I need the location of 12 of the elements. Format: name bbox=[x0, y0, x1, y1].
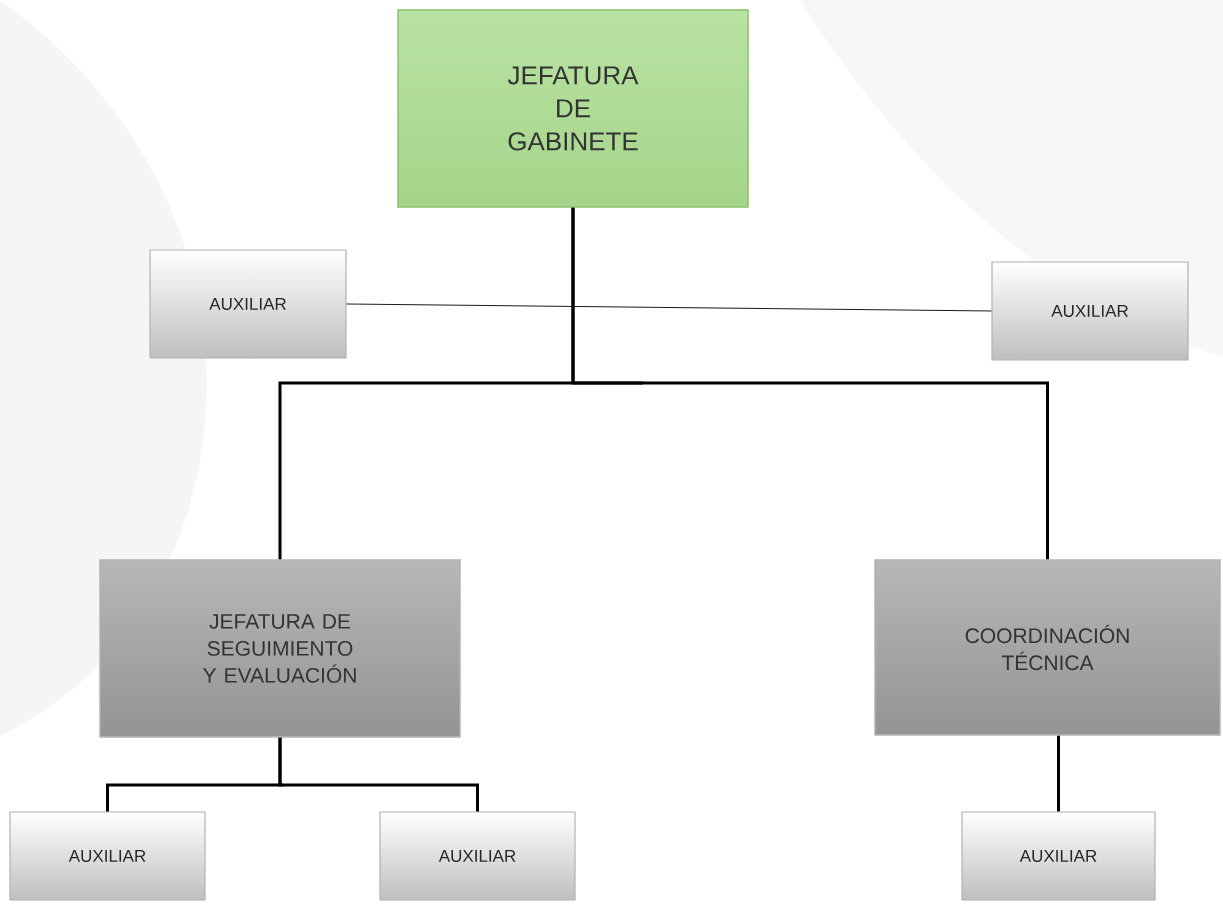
connector-line bbox=[346, 303, 992, 312]
unit-box: JEFATURA DE SEGUIMIENTO Y EVALUACIÓN bbox=[99, 559, 461, 738]
connector-line bbox=[1057, 735, 1060, 812]
assistant-box: AUXILIAR bbox=[961, 811, 1156, 901]
assistant-box: AUXILIAR bbox=[379, 811, 576, 901]
header-box: JEFATURA DE GABINETE bbox=[397, 9, 749, 208]
connector-line bbox=[571, 207, 1049, 560]
assistant-box: AUXILIAR bbox=[149, 249, 347, 359]
connector-line bbox=[278, 737, 479, 812]
assistant-box: AUXILIAR bbox=[9, 811, 206, 901]
assistant-box: AUXILIAR bbox=[991, 261, 1189, 361]
unit-box: COORDINACIÓN TÉCNICA bbox=[874, 559, 1221, 736]
